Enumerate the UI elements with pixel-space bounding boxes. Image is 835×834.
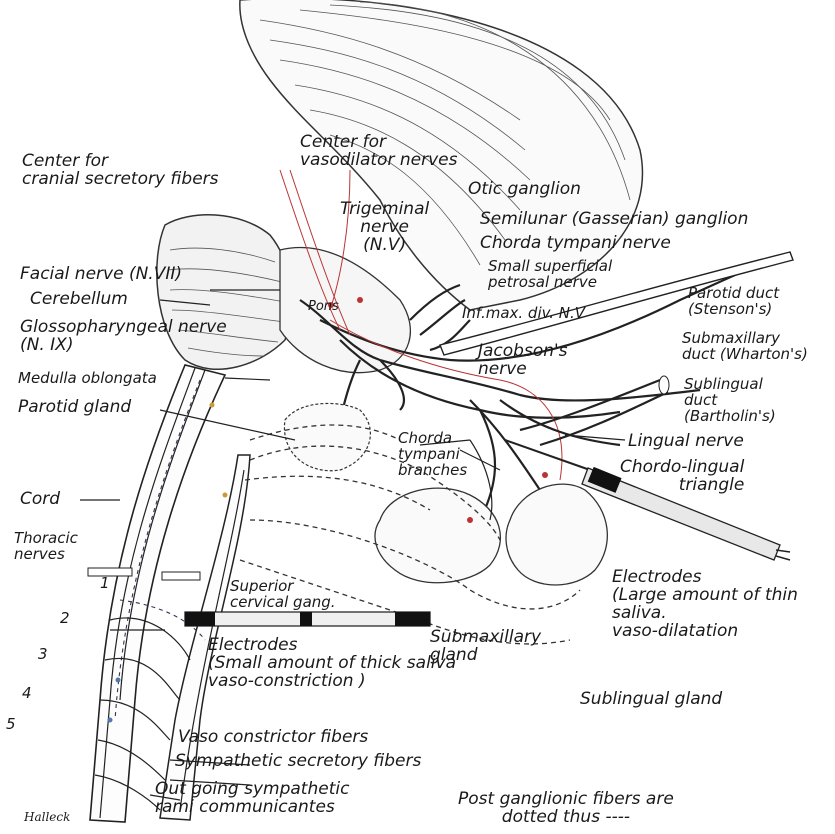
label-cerebellum: Cerebellum — [30, 290, 128, 308]
thoracic-number-2: 2 — [60, 610, 70, 626]
label-center-vasodilator: Center for vasodilator nerves — [300, 133, 457, 169]
label-superior-cervical: Superior cervical gang. — [230, 578, 336, 610]
label-center-cranial: Center for cranial secretory fibers — [22, 152, 219, 188]
thoracic-number-1: 1 — [100, 575, 110, 591]
thoracic-number-3: 3 — [38, 646, 48, 662]
label-lingual-nerve: Lingual nerve — [628, 432, 744, 450]
submaxillary-gland-drawing — [375, 488, 500, 583]
label-inf-max: Inf.max. div. N.V — [462, 305, 585, 321]
label-electrodes-left: Electrodes (Small amount of thick saliva… — [208, 636, 456, 690]
thoracic-number-4: 4 — [22, 685, 32, 701]
parotid-gland-drawing — [284, 403, 370, 470]
label-electrodes-right: Electrodes (Large amount of thin saliva.… — [612, 568, 798, 640]
label-sublingual-gland: Sublingual gland — [580, 690, 722, 708]
label-jacobsons: Jacobson's nerve — [478, 342, 568, 378]
label-parotid-gland: Parotid gland — [18, 398, 131, 416]
label-small-superficial: Small superficial petrosal nerve — [488, 258, 612, 290]
label-facial-nerve: Facial nerve (N.VII) — [20, 265, 182, 283]
thoracic-number-5: 5 — [6, 716, 16, 732]
label-post-ganglionic: Post ganglionic fibers are dotted thus -… — [458, 790, 674, 826]
label-otic-ganglion: Otic ganglion — [468, 180, 581, 198]
label-thoracic-nerves: Thoracic nerves — [14, 530, 78, 562]
label-chordo-lingual: Chordo-lingual triangle — [620, 458, 744, 494]
label-glossopharyngeal: Glossopharyngeal nerve (N. IX) — [20, 318, 227, 354]
label-submaxillary-gland: Submaxillary gland — [430, 628, 541, 664]
label-vaso-constrictor: Vaso constrictor fibers — [178, 728, 368, 746]
label-sublingual-duct: Sublingual duct (Bartholin's) — [684, 376, 776, 424]
label-outgoing-rami: Out going sympathetic rami communicantes — [155, 780, 349, 816]
label-submaxillary-duct: Submaxillary duct (Wharton's) — [682, 330, 808, 362]
pons-brainstem — [280, 247, 410, 372]
duct-ends — [659, 376, 669, 394]
label-chorda-branches: Chorda tympani branches — [398, 430, 467, 478]
sublingual-gland-drawing — [506, 484, 607, 585]
label-parotid-duct: Parotid duct (Stenson's) — [688, 285, 779, 317]
label-chorda-tympani: Chorda tympani nerve — [480, 234, 671, 252]
label-semilunar: Semilunar (Gasserian) ganglion — [480, 210, 748, 228]
label-trigeminal: Trigeminal nerve (N.V) — [340, 200, 429, 254]
label-pons: Pons — [308, 300, 339, 314]
signature: Halleck — [24, 808, 70, 826]
label-medulla: Medulla oblongata — [18, 370, 157, 386]
label-sympathetic-secretory: Sympathetic secretory fibers — [175, 752, 421, 770]
electrodes-left-drawing — [185, 612, 430, 626]
label-cord: Cord — [20, 490, 60, 508]
